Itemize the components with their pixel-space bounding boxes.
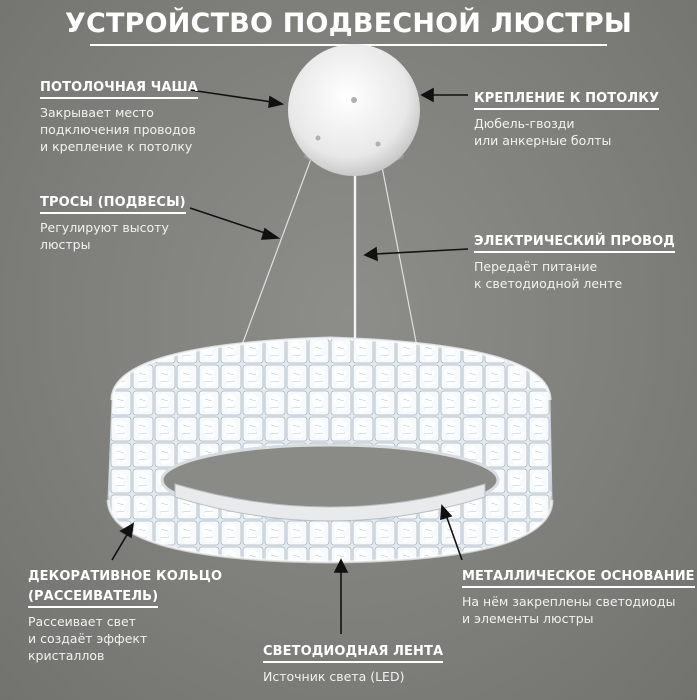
- callout-description: Источник света (LED): [263, 669, 405, 684]
- callout-electrical-wire: ЭЛЕКТРИЧЕСКИЙ ПРОВОД Передаёт питание к …: [474, 230, 675, 292]
- callout-heading-line2: (РАССЕИВАТЕЛЬ): [28, 588, 159, 608]
- callout-heading: ТРОСЫ (ПОДВЕСЫ): [40, 194, 186, 214]
- callout-description: На нём закреплены светодиоды и элементы …: [462, 594, 676, 626]
- callout-led-strip: СВЕТОДИОДНАЯ ЛЕНТА Источник света (LED): [263, 640, 444, 685]
- metal-base: [174, 483, 486, 522]
- callout-heading: ДЕКОРАТИВНОЕ КОЛЬЦО: [28, 569, 223, 584]
- callout-ceiling-mount: КРЕПЛЕНИЕ К ПОТОЛКУ Дюбель-гвозди или ан…: [474, 87, 660, 149]
- callout-description: Рассеивает свет и создаёт эффект кристал…: [28, 614, 148, 663]
- page-title: УСТРОЙСТВО ПОДВЕСНОЙ ЛЮСТРЫ: [64, 8, 633, 39]
- annotation-arrows: [111, 87, 469, 634]
- callout-heading: ЭЛЕКТРИЧЕСКИЙ ПРОВОД: [474, 233, 675, 253]
- callout-description: Дюбель-гвозди или анкерные болты: [474, 116, 612, 148]
- callout-metal-base: МЕТАЛЛИЧЕСКОЕ ОСНОВАНИЕ На нём закреплен…: [462, 565, 695, 627]
- callout-heading: КРЕПЛЕНИЕ К ПОТОЛКУ: [474, 90, 660, 110]
- callout-heading: СВЕТОДИОДНАЯ ЛЕНТА: [263, 643, 444, 663]
- callout-decorative-ring: ДЕКОРАТИВНОЕ КОЛЬЦО (РАССЕИВАТЕЛЬ) Рассе…: [28, 565, 222, 664]
- callout-description: Закрывает место подключения проводов и к…: [40, 105, 196, 154]
- suspension-cables: [241, 139, 419, 353]
- callout-ceiling-canopy: ПОТОЛОЧНАЯ ЧАША Закрывает место подключе…: [40, 76, 198, 155]
- callout-heading: ПОТОЛОЧНАЯ ЧАША: [40, 79, 198, 99]
- decorative-ring: [106, 336, 554, 564]
- callout-heading: МЕТАЛЛИЧЕСКОЕ ОСНОВАНИЕ: [462, 568, 695, 588]
- callout-suspension-cables: ТРОСЫ (ПОДВЕСЫ) Регулируют высоту люстры: [40, 191, 186, 253]
- callout-description: Передаёт питание к светодиодной ленте: [474, 259, 623, 291]
- ceiling-canopy: [288, 44, 420, 176]
- callout-description: Регулируют высоту люстры: [40, 220, 169, 252]
